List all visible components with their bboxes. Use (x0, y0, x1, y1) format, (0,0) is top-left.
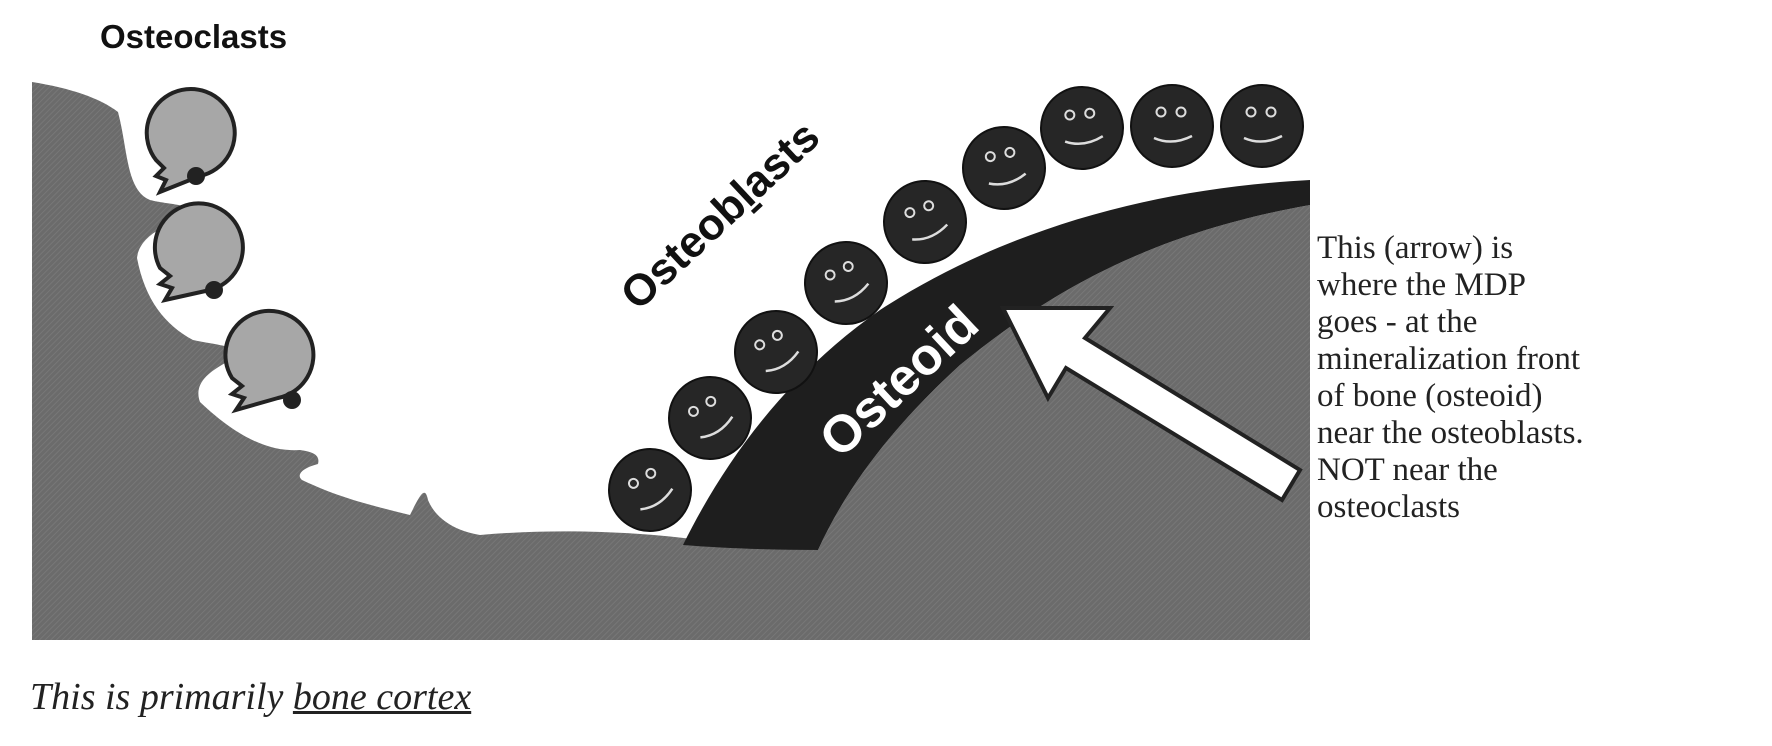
osteoblast-cell (1040, 86, 1124, 170)
osteoblast-cell (804, 241, 888, 325)
osteoblast-cell (668, 376, 752, 460)
osteoclasts-label: Osteoclasts (100, 18, 288, 55)
note-line: This (arrow) is (1317, 230, 1514, 266)
osteoblast-cell (734, 310, 818, 394)
osteoblast-cell (1130, 84, 1214, 168)
note-line: where the MDP (1317, 267, 1526, 303)
caption-underlined: bone cortex (292, 676, 472, 718)
osteoblast-row (608, 84, 1304, 532)
osteoclast-nucleus-2 (205, 281, 223, 299)
osteoblast-cell (1220, 84, 1304, 168)
note-line: near the osteoblasts. (1317, 415, 1584, 451)
osteoblast-cell (962, 126, 1046, 210)
note-line: goes - at the (1317, 304, 1478, 340)
caption-prefix: This is primarily (30, 676, 293, 718)
note-line: NOT near the (1317, 452, 1498, 488)
osteoclast-cell-2 (152, 201, 245, 303)
osteoclast-cell-1 (144, 86, 237, 196)
osteoid-layer (683, 180, 1310, 550)
bone-cortex (32, 82, 1310, 640)
osteoclast-nucleus-3 (283, 391, 301, 409)
note-line: mineralization front (1317, 341, 1580, 377)
mdp-note: This (arrow) is where the MDP goes - at … (1317, 230, 1757, 526)
mineralization-front-arrow (999, 306, 1303, 503)
figure-caption: This is primarily bone cortex (30, 675, 471, 719)
osteoclast-nucleus-1 (187, 167, 205, 185)
note-line: of bone (osteoid) (1317, 378, 1543, 414)
note-line: osteoclasts (1317, 489, 1460, 525)
osteoblasts-label-part1: Osteob (611, 180, 755, 319)
osteoclast-cell-3 (223, 308, 316, 414)
osteoblast-cell (883, 180, 967, 264)
osteoblasts-label: Osteoblasts (611, 112, 829, 320)
osteoblast-cell (608, 448, 692, 532)
